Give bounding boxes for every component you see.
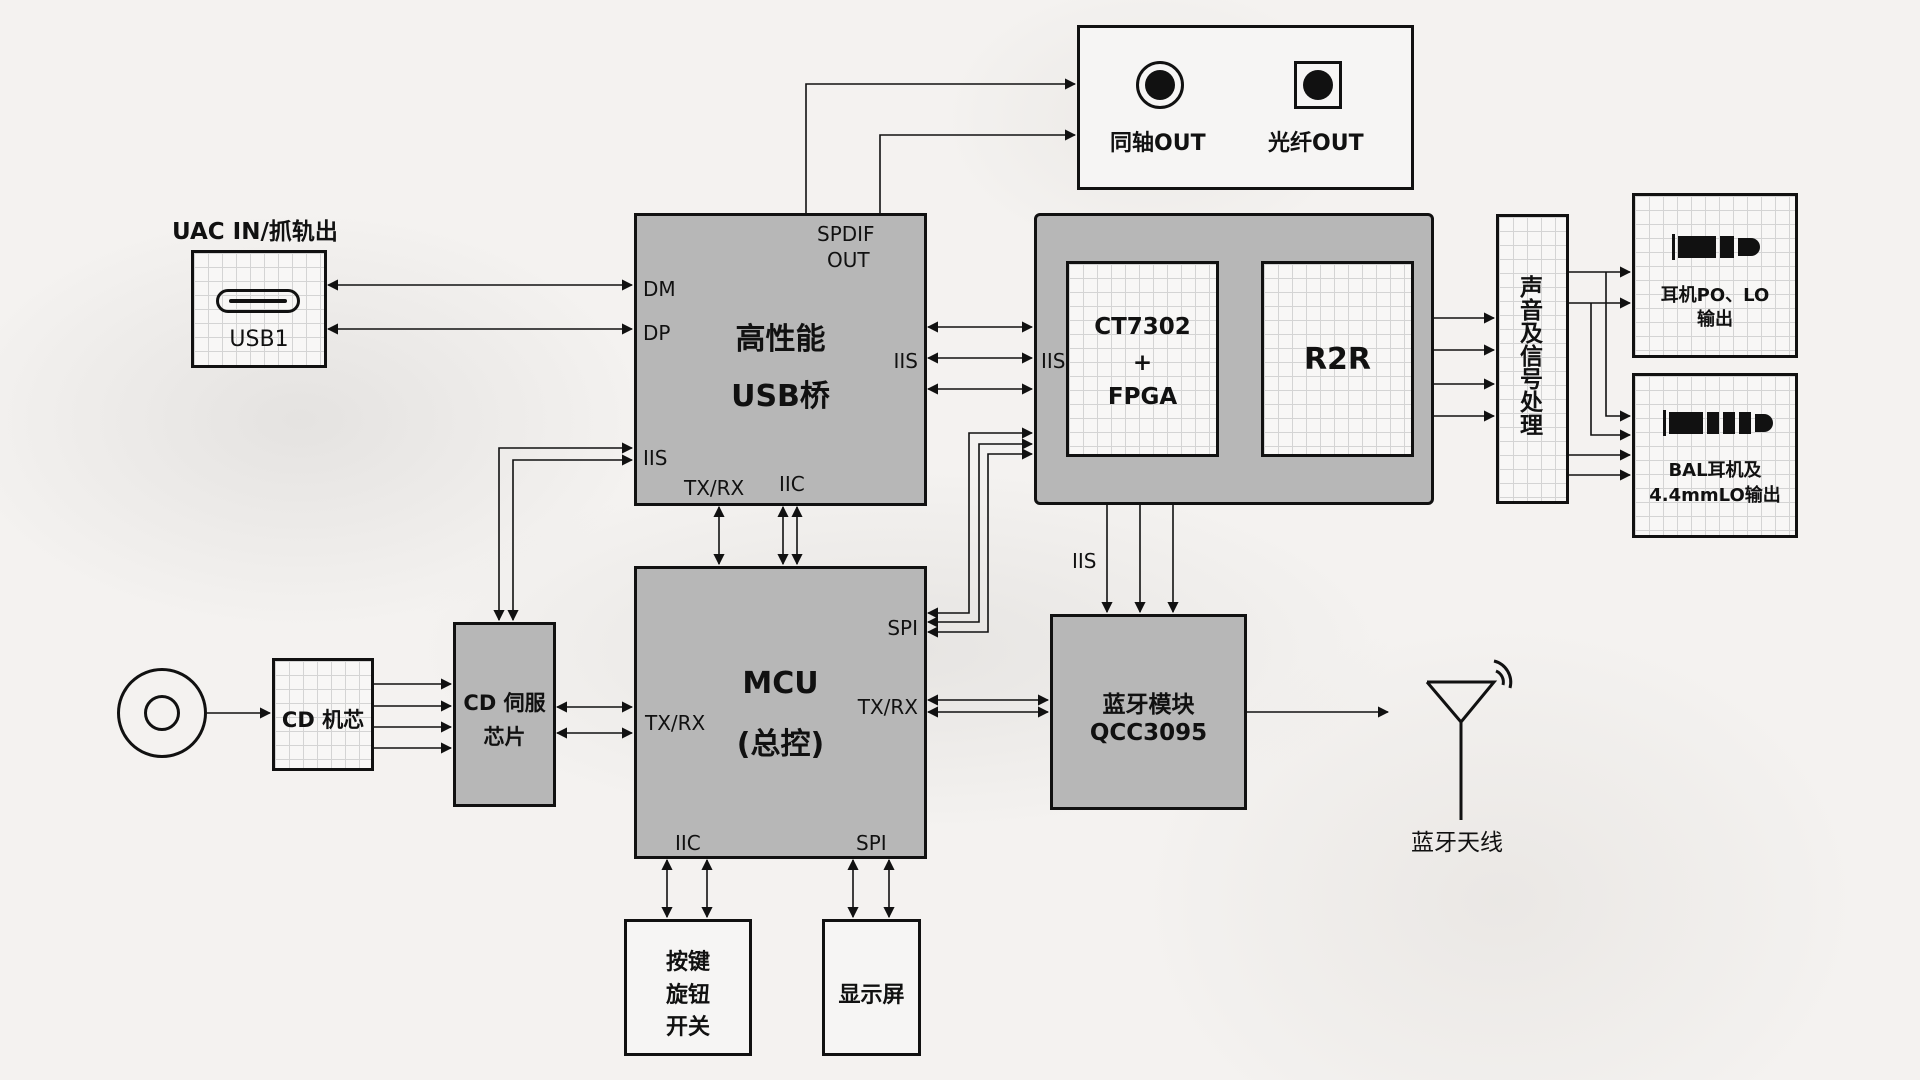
cd-servo-chip: CD 伺服 芯片 xyxy=(453,622,556,807)
port-iic: IIC xyxy=(779,472,805,496)
port-spdif-out: OUT xyxy=(827,248,870,272)
port-iis-right: IIS xyxy=(893,349,919,373)
usb-bridge-title: 高性能 xyxy=(735,322,826,357)
r2r-label: R2R xyxy=(1303,342,1372,377)
bluetooth-module-label: 蓝牙模块 xyxy=(1102,692,1195,718)
wire-spi-1 xyxy=(926,427,1034,619)
switch-label: 开关 xyxy=(665,1015,710,1040)
mcu-port-txrx-right: TX/RX xyxy=(857,695,918,719)
port-dm: DM xyxy=(643,277,676,301)
keys-knob-switch: 按键 旋钮 开关 xyxy=(624,919,752,1056)
ct7302-label: CT7302 xyxy=(1094,314,1191,340)
wire-spi-2 xyxy=(926,438,1034,628)
knob-label: 旋钮 xyxy=(665,983,710,1008)
coax-jack-icon xyxy=(1136,61,1184,109)
usb-c-icon xyxy=(216,289,300,313)
port-dp: DP xyxy=(643,321,671,345)
cd-disc-icon xyxy=(117,668,207,758)
bluetooth-chip-label: QCC3095 xyxy=(1089,720,1208,746)
signal-processing: 声音及信号处理 xyxy=(1496,214,1569,504)
coax-out-label: 同轴OUT xyxy=(1110,131,1206,156)
balanced-output: BAL耳机及 4.4mmLO输出 xyxy=(1632,373,1798,538)
fpga-label: FPGA xyxy=(1107,384,1178,410)
dac-iis-label: IIS xyxy=(1041,349,1066,373)
mcu-port-spi-right: SPI xyxy=(887,616,918,640)
ct7302-fpga: CT7302 + FPGA xyxy=(1066,261,1219,457)
usb-bridge-subtitle: USB桥 xyxy=(731,379,830,414)
plus-label: + xyxy=(1132,350,1153,376)
usb-bridge: SPDIF OUT DM DP IIS IIS TX/RX IIC 高性能 US… xyxy=(634,213,927,506)
display: 显示屏 xyxy=(822,919,921,1056)
mcu-port-iic: IIC xyxy=(675,831,701,855)
bal-output-label: BAL耳机及 xyxy=(1668,460,1762,481)
mcu: SPI TX/RX TX/RX IIC SPI MCU (总控) xyxy=(634,566,927,859)
mcu-subtitle: (总控) xyxy=(736,727,825,762)
cd-mechanism-label: CD 机芯 xyxy=(281,708,365,732)
bluetooth-module: 蓝牙模块 QCC3095 xyxy=(1050,614,1247,810)
optical-jack-icon xyxy=(1294,61,1342,109)
port-iis-left: IIS xyxy=(643,446,668,470)
mcu-title: MCU xyxy=(742,666,819,701)
antenna-label: 蓝牙天线 xyxy=(1411,830,1503,856)
wire-servo-iis-2 xyxy=(507,454,634,622)
headphone-output-label: 耳机PO、LO xyxy=(1660,285,1770,306)
headphone-output: 耳机PO、LO 输出 xyxy=(1632,193,1798,358)
cd-mechanism: CD 机芯 xyxy=(272,658,374,771)
usb1-port: USB1 xyxy=(191,250,327,368)
wire-servo-iis-1 xyxy=(493,442,634,622)
keys-label: 按键 xyxy=(665,950,710,975)
wire-spdif-optical xyxy=(879,129,1077,213)
display-label: 显示屏 xyxy=(838,983,905,1008)
cd-servo-label: CD 伺服 xyxy=(463,691,546,715)
signal-processing-label: 声音及信号处理 xyxy=(1515,275,1542,436)
mcu-port-spi-bottom: SPI xyxy=(856,831,887,855)
optical-out-label: 光纤OUT xyxy=(1268,131,1364,156)
mcu-port-txrx-left: TX/RX xyxy=(645,711,706,735)
trs-plug-icon xyxy=(1672,234,1764,260)
bt-iis-label: IIS xyxy=(1072,549,1097,573)
antenna-icon xyxy=(1425,659,1513,820)
bal-output-sub: 4.4mmLO输出 xyxy=(1649,485,1781,506)
port-txrx: TX/RX xyxy=(684,476,745,500)
wire-spdif-coax xyxy=(805,78,1077,213)
port-spdif: SPDIF xyxy=(817,222,875,246)
uac-title: UAC IN/抓轨出 xyxy=(172,219,338,245)
cd-servo-sub: 芯片 xyxy=(483,725,526,749)
r2r: R2R xyxy=(1261,261,1414,457)
digital-out-panel: 同轴OUT 光纤OUT xyxy=(1077,25,1414,190)
trrrs-plug-icon xyxy=(1663,410,1773,436)
headphone-output-sub: 输出 xyxy=(1697,309,1733,330)
wire-spi-3 xyxy=(926,448,1034,638)
usb1-label: USB1 xyxy=(229,327,289,352)
